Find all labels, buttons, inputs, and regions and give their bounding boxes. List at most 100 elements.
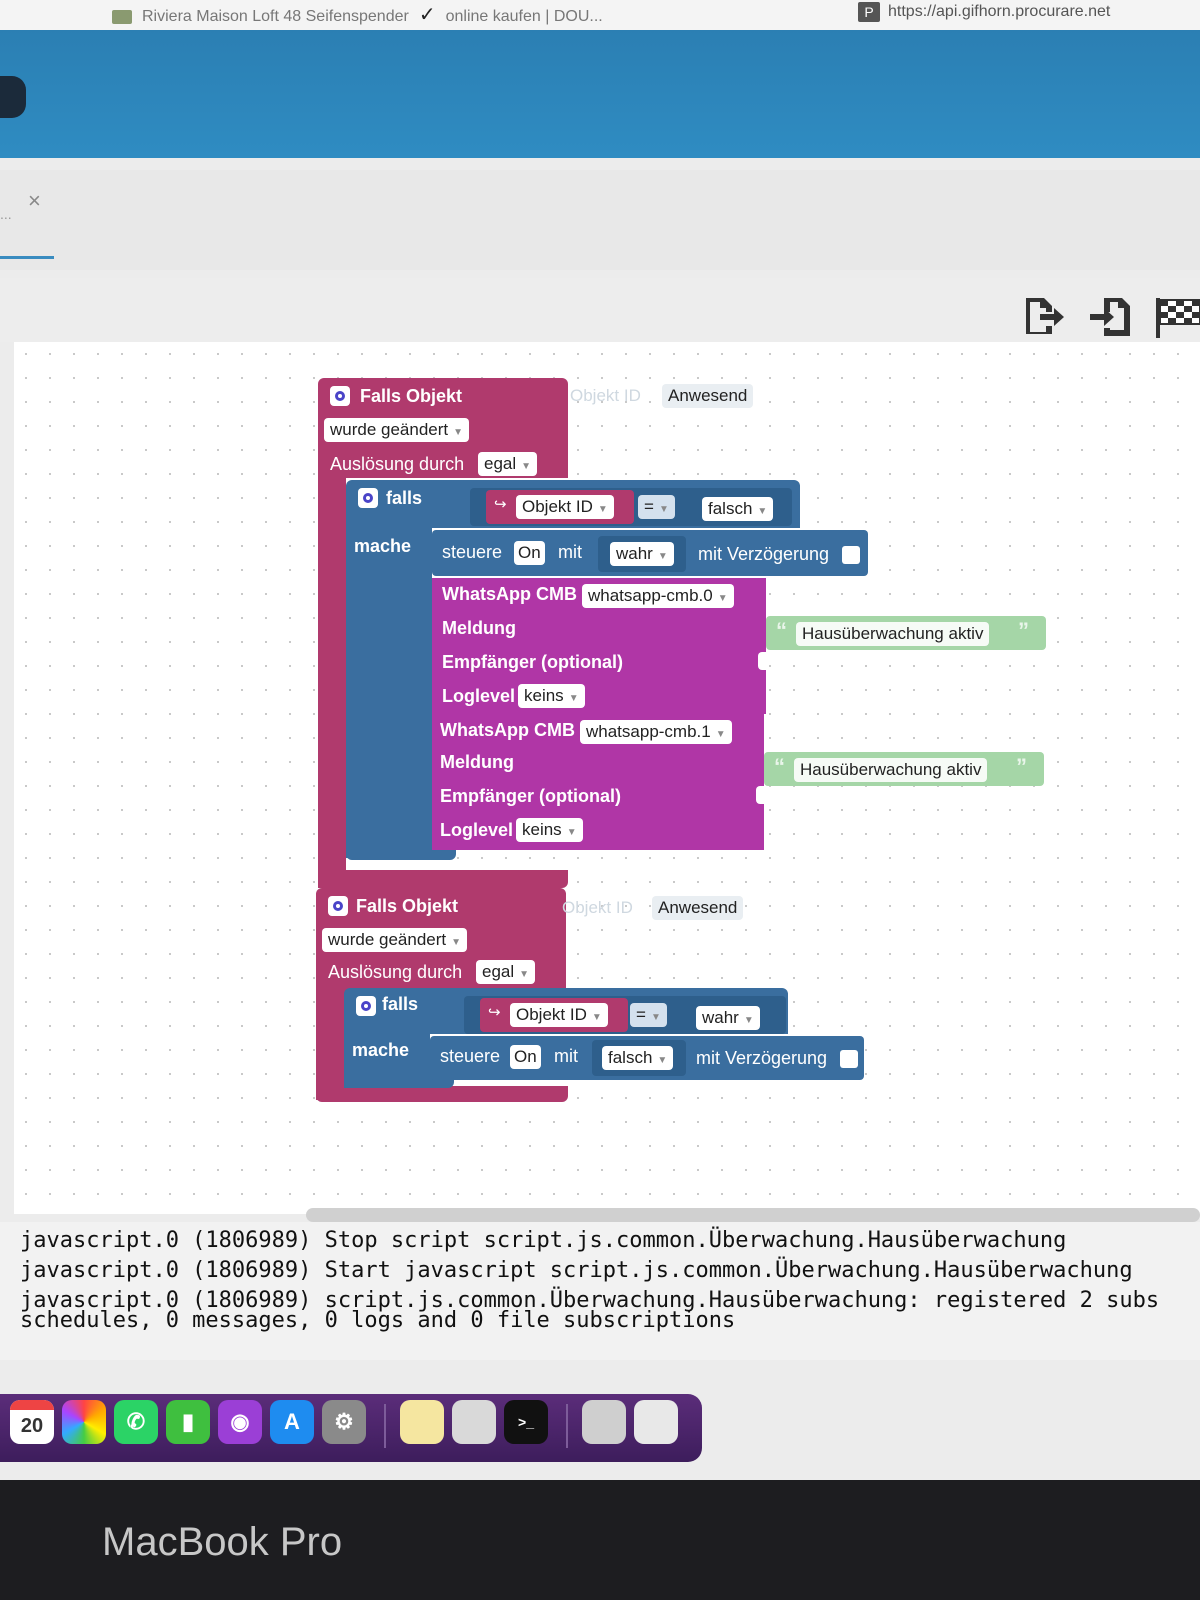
trash-icon[interactable] (634, 1400, 678, 1444)
device-label: MacBook Pro (102, 1520, 343, 1564)
calendar-icon[interactable]: 20 (10, 1400, 54, 1444)
trigger2-control-to-dropdown[interactable]: falsch▼ (602, 1046, 674, 1070)
whatsapp1-loglevel-dropdown[interactable]: keins▼ (516, 818, 583, 842)
whatsapp0-recipient-socket[interactable] (758, 652, 768, 670)
blockly-workspace[interactable]: Falls Objekt Objekt ID Anwesend wurde ge… (14, 342, 1200, 1214)
whatsapp0-recipient-label: Empfänger (optional) (442, 652, 623, 672)
whatsapp-icon[interactable]: ✆ (114, 1400, 158, 1444)
tab-title-suffix: online kaufen | DOU... (445, 8, 603, 25)
whatsapp1-recipient-label: Empfänger (optional) (440, 786, 621, 806)
whatsapp0-message-label: Meldung (442, 618, 516, 638)
trigger2-delay-checkbox[interactable] (840, 1050, 858, 1068)
log-line: javascript.0 (1806989) Start javascript … (20, 1258, 1133, 1283)
system-settings-icon[interactable]: ⚙ (322, 1400, 366, 1444)
trigger2-cond-right-dropdown[interactable]: wahr▼ (696, 1006, 760, 1030)
trigger2-changed-dropdown[interactable]: wurde geändert▼ (322, 928, 468, 952)
trigger1-footer (318, 870, 568, 888)
whatsapp0-loglevel-dropdown[interactable]: keins▼ (518, 684, 585, 708)
browser-tab-strip: Riviera Maison Loft 48 Seifenspender ✓ onl… (0, 0, 1200, 30)
app-store-icon[interactable]: A (270, 1400, 314, 1444)
trigger2-objekt-value[interactable]: Anwesend (652, 896, 744, 920)
trigger2-do-label: mache (352, 1040, 410, 1060)
close-quote-icon: ” (1018, 618, 1029, 643)
browser-tab-left[interactable]: Riviera Maison Loft 48 Seifenspender ✓ onl… (112, 2, 603, 27)
active-tab-underline (0, 256, 54, 259)
tab-favicon (112, 9, 132, 24)
trigger1-if-label: falls (386, 488, 423, 508)
trigger1-cond-right-dropdown[interactable]: falsch▼ (702, 497, 774, 521)
numbers-icon[interactable]: ▮ (166, 1400, 210, 1444)
whatsapp1-label: WhatsApp CMB (440, 720, 575, 740)
tab-ellipsis: ... (0, 206, 12, 222)
whatsapp0-loglevel-label: Loglevel (442, 686, 516, 706)
app-logo-icon[interactable] (0, 76, 26, 118)
laptop-bezel (0, 1480, 1200, 1600)
trigger2-footer (316, 1086, 568, 1102)
tab-title: Riviera Maison Loft 48 Seifenspender (142, 8, 409, 25)
whatsapp1-message-text[interactable]: Hausüberwachung aktiv (794, 758, 988, 782)
trigger2-gear-icon[interactable] (328, 896, 348, 916)
dock-separator (384, 1404, 386, 1448)
laptop-screen: Riviera Maison Loft 48 Seifenspender ✓ onl… (0, 0, 1200, 1480)
whatsapp0-instance-dropdown[interactable]: whatsapp-cmb.0▼ (582, 584, 734, 608)
close-tab-icon[interactable]: × (28, 188, 41, 213)
trigger1-do-label: mache (354, 536, 412, 556)
trigger2-cond-objekt-dropdown[interactable]: Objekt ID▼ (510, 1003, 608, 1027)
trigger2-operator-dropdown[interactable]: =▼ (630, 1003, 667, 1027)
trigger1-operator-dropdown[interactable]: =▼ (638, 495, 675, 519)
trigger1-delay-checkbox[interactable] (842, 546, 860, 564)
trigger1-objekt-value[interactable]: Anwesend (662, 384, 754, 408)
log-output: javascript.0 (1806989) Stop script scrip… (0, 1222, 1200, 1360)
trigger2-with-label: mit (554, 1046, 578, 1066)
trigger1-with-label: mit (558, 542, 582, 562)
app-header (0, 30, 1200, 158)
trigger2-if-label: falls (382, 994, 419, 1014)
notes-icon[interactable] (400, 1400, 444, 1444)
terminal-icon[interactable]: >_ (504, 1400, 548, 1444)
trigger1-control-label: steuere (442, 542, 503, 562)
open-quote-icon: “ (774, 754, 785, 779)
trigger1-ausloesung-dropdown[interactable]: egal▼ (478, 452, 538, 476)
trigger2-title: Falls Objekt (356, 896, 459, 916)
trigger2-if-gear-icon[interactable] (356, 996, 376, 1016)
downloads-icon[interactable] (582, 1400, 626, 1444)
trigger1-title: Falls Objekt (360, 386, 463, 406)
script-tab-panel: ... × (0, 170, 1200, 270)
checkered-flag-icon[interactable] (1154, 294, 1200, 340)
trigger1-do-footer (346, 842, 456, 860)
trigger2-body-spine (316, 990, 346, 1100)
trigger1-if-gear-icon[interactable] (358, 488, 378, 508)
trigger1-gear-icon[interactable] (330, 386, 350, 406)
preview-icon[interactable] (452, 1400, 496, 1444)
trigger1-ausloesung-label: Auslösung durch (330, 454, 465, 474)
trigger2-delay-label: mit Verzögerung (696, 1048, 828, 1068)
whatsapp1-instance-dropdown[interactable]: whatsapp-cmb.1▼ (580, 720, 732, 744)
macos-dock: 20 ✆ ▮ ◉ A ⚙ >_ (0, 1394, 702, 1462)
whatsapp1-recipient-socket[interactable] (756, 786, 766, 804)
trigger1-control-on-field[interactable]: On (514, 541, 545, 565)
podcasts-icon[interactable]: ◉ (218, 1400, 262, 1444)
trigger2-control-label: steuere (440, 1046, 501, 1066)
trigger2-ausloesung-dropdown[interactable]: egal▼ (476, 960, 536, 984)
export-icon[interactable] (1020, 294, 1066, 340)
log-line-continuation: schedules, 0 messages, 0 logs and 0 file… (20, 1308, 736, 1333)
trigger1-delay-label: mit Verzögerung (698, 544, 830, 564)
trigger1-control-to-dropdown[interactable]: wahr▼ (610, 542, 674, 566)
workspace-horizontal-scrollbar[interactable] (306, 1208, 1200, 1222)
trigger2-control-on-field[interactable]: On (510, 1045, 541, 1069)
trigger2-arrow-icon: ↪ (488, 1004, 501, 1021)
checkmark-icon: ✓ (418, 4, 436, 26)
trigger1-cond-objekt-dropdown[interactable]: Objekt ID▼ (516, 495, 614, 519)
close-quote-icon: ” (1016, 754, 1027, 779)
log-line: javascript.0 (1806989) Stop script scrip… (20, 1228, 1067, 1253)
import-icon[interactable] (1088, 294, 1134, 340)
whatsapp0-message-text[interactable]: Hausüberwachung aktiv (796, 622, 990, 646)
photos-icon[interactable] (62, 1400, 106, 1444)
tab-url: https://api.gifhorn.procurare.net (888, 3, 1111, 21)
editor-toolbar (0, 278, 1200, 342)
trigger1-do-spine (346, 528, 432, 858)
log-line: javascript.0 (1806989) script.js.common.… (20, 1288, 1160, 1313)
whatsapp1-message-label: Meldung (440, 752, 514, 772)
trigger1-changed-dropdown[interactable]: wurde geändert▼ (324, 418, 470, 442)
